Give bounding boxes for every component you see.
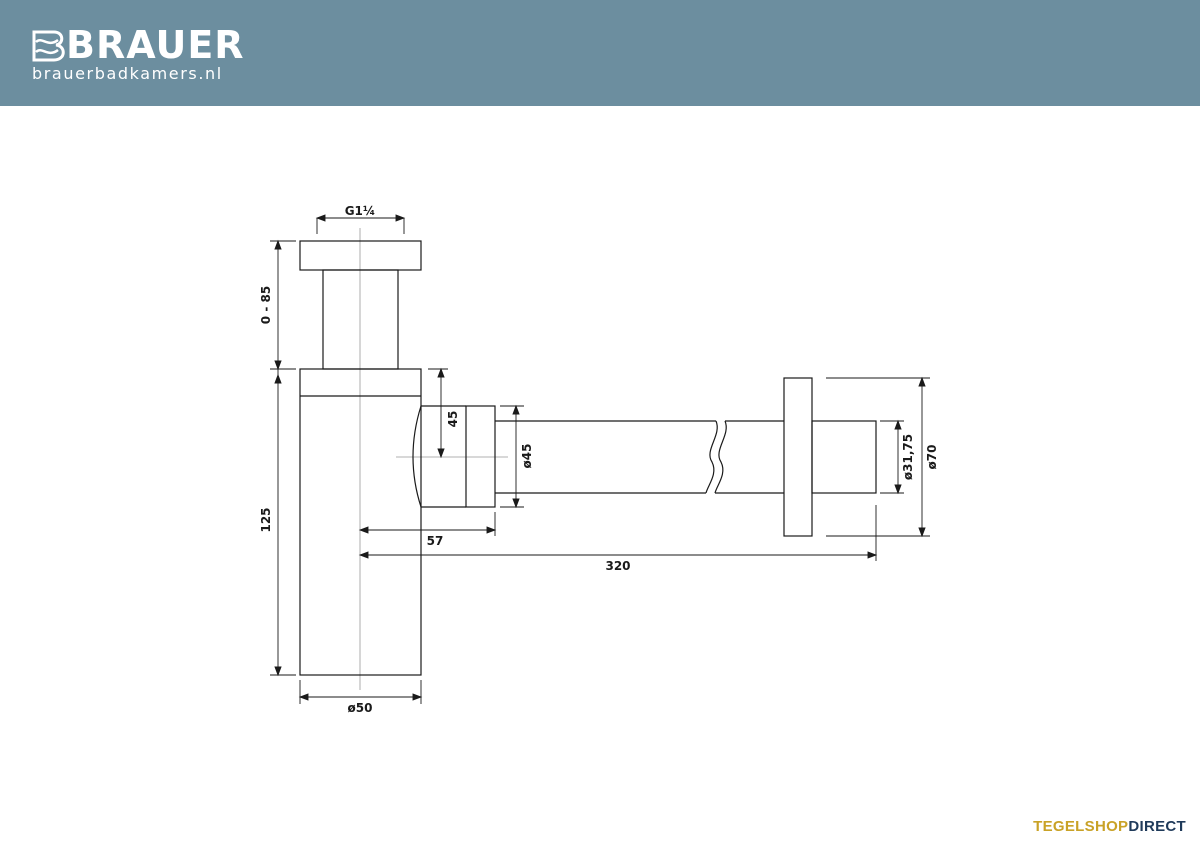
dim-outlet-height-label: 45 bbox=[446, 411, 460, 428]
riser-tube bbox=[322, 269, 399, 370]
dim-rosette-diameter-label: ø70 bbox=[925, 445, 939, 470]
outlet-nut bbox=[465, 405, 496, 508]
trap-body bbox=[299, 368, 422, 676]
outlet-curve bbox=[412, 405, 422, 508]
dim-total-length-label: 320 bbox=[605, 559, 630, 573]
wall-rosette bbox=[783, 377, 813, 537]
dim-outlet-offset-label: 57 bbox=[427, 534, 444, 548]
shop-logo-part1: TEGELSHOP bbox=[1033, 818, 1129, 835]
brand-name: BRAUER bbox=[66, 23, 245, 67]
dim-body-height-label: 125 bbox=[259, 507, 273, 532]
shop-logo-part2: DIRECT bbox=[1128, 818, 1186, 835]
wall-pipe bbox=[811, 420, 877, 494]
pipe-break-left bbox=[705, 420, 718, 494]
website-url: brauerbadkamers.nl bbox=[32, 64, 223, 83]
dim-thread-label: G1¼ bbox=[345, 204, 376, 218]
pipe-break-right bbox=[714, 420, 727, 494]
shop-logo: TEGELSHOPDIRECT bbox=[1033, 818, 1186, 835]
header-banner: BRAUER brauerbadkamers.nl bbox=[0, 0, 1200, 106]
top-cap bbox=[299, 240, 422, 271]
dim-pipe-diameter-label: ø31,75 bbox=[901, 434, 915, 480]
brauer-logo-icon bbox=[32, 30, 65, 62]
dim-adjust-label: 0 - 85 bbox=[259, 286, 273, 324]
dim-outlet-diameter-label: ø45 bbox=[520, 444, 534, 469]
dim-body-diameter-label: ø50 bbox=[348, 701, 373, 715]
